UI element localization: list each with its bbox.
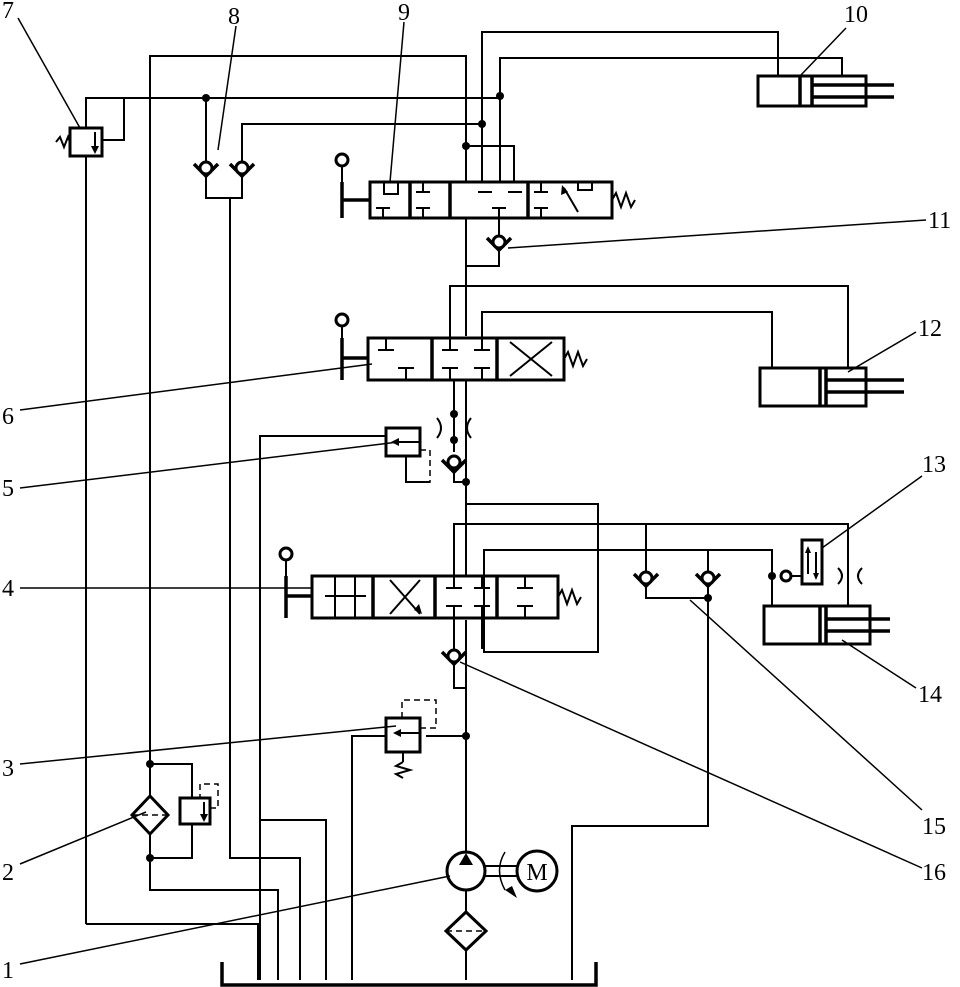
- filter-icon: [443, 909, 489, 953]
- check-valve-11: [466, 218, 513, 267]
- directional-valve-9: [334, 152, 636, 220]
- leader-lines: [17, 17, 927, 965]
- relief-valve-7: [55, 94, 500, 980]
- callout-15: 15: [922, 814, 946, 840]
- callout-4: 4: [2, 576, 14, 602]
- callout-8: 8: [228, 4, 240, 30]
- callout-16: 16: [922, 860, 946, 886]
- lever-icon: [278, 546, 312, 618]
- callout-11: 11: [928, 208, 951, 234]
- callout-5: 5: [2, 476, 14, 502]
- return-lines: [259, 436, 430, 980]
- callout-3: 3: [2, 756, 14, 782]
- callout-7: 7: [2, 0, 14, 24]
- pilot-valve-13: [791, 538, 863, 586]
- return-loop-4: [466, 503, 599, 653]
- callout-12: 12: [918, 316, 942, 342]
- directional-valve-4: [310, 574, 560, 620]
- callout-9: 9: [398, 0, 410, 26]
- pump-icon: [445, 850, 518, 898]
- hydraulic-cylinder-14: [453, 523, 890, 649]
- callout-1: 1: [2, 958, 14, 984]
- motor-icon: M: [515, 849, 559, 893]
- callout-6: 6: [2, 404, 14, 430]
- filter-2: [129, 55, 467, 980]
- spring-icon: [557, 587, 582, 607]
- check-valve-8: [192, 98, 482, 980]
- hydraulic-cylinder-icon: [756, 74, 894, 108]
- hydraulic-cylinder-12: [449, 285, 904, 408]
- callout-10: 10: [844, 2, 868, 28]
- main-pressure-line: [462, 58, 470, 980]
- directional-valve-6: [334, 312, 588, 382]
- tank-icon: [220, 962, 598, 987]
- check-valve-icon: [440, 618, 468, 689]
- check-valve-15: [571, 524, 722, 980]
- relief-valve-icon: [351, 699, 466, 980]
- callout-14: 14: [918, 682, 942, 708]
- motor-label: M: [526, 860, 547, 886]
- cylinder-10-lines: [466, 31, 843, 182]
- callout-13: 13: [922, 452, 946, 478]
- throttle-icon: [436, 380, 472, 483]
- callout-2: 2: [2, 860, 14, 886]
